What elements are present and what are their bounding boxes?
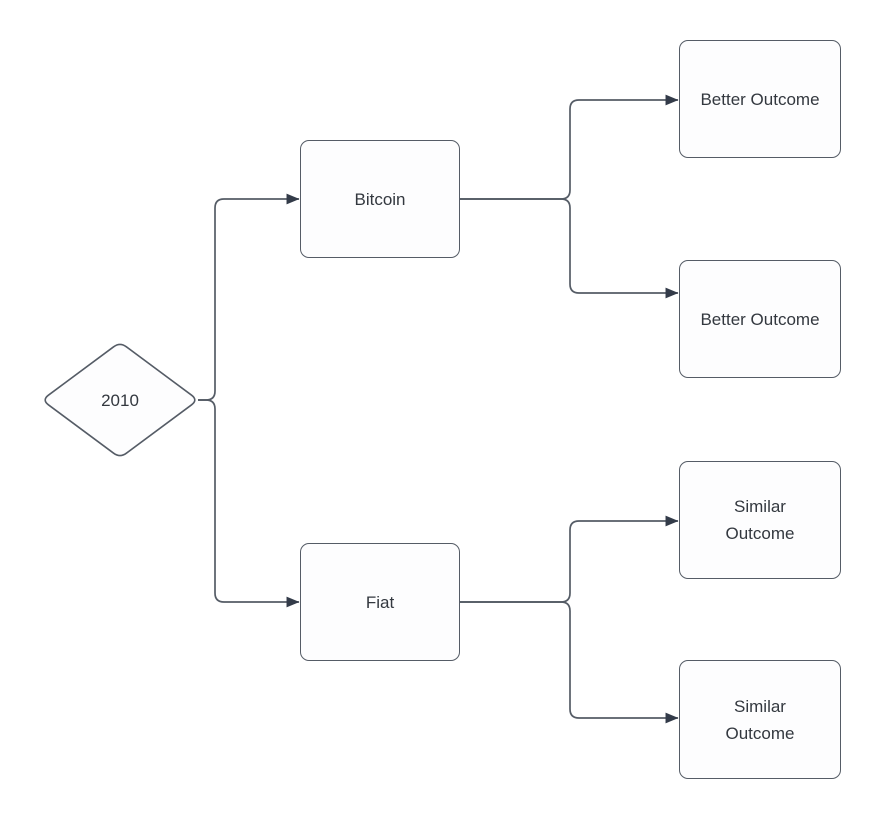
node-bitcoin-outcome-bottom-label: Better Outcome	[700, 309, 820, 329]
edge-decision-to-bitcoin[interactable]	[198, 193, 300, 401]
node-fiat-label: Fiat	[365, 592, 395, 612]
node-bitcoin-label: Bitcoin	[354, 189, 406, 209]
node-fiat-outcome-bottom[interactable]: Similar Outcome	[679, 660, 841, 779]
node-bitcoin-outcome-bottom[interactable]: Better Outcome	[679, 260, 841, 378]
node-bitcoin[interactable]: Bitcoin	[300, 140, 460, 258]
node-decision-diamond[interactable]	[44, 343, 196, 457]
node-decision-label: 2010	[101, 390, 139, 410]
edge-bitcoin-to-outcome-bottom[interactable]	[460, 198, 679, 299]
node-bitcoin-outcome-top[interactable]: Better Outcome	[679, 40, 841, 158]
node-fiat-outcome-top-label: Similar Outcome	[725, 497, 795, 543]
edge-fiat-to-outcome-top[interactable]	[460, 515, 679, 603]
edge-bitcoin-to-outcome-top[interactable]	[460, 94, 679, 200]
node-fiat-outcome-bottom-label: Similar Outcome	[725, 696, 795, 743]
node-bitcoin-outcome-top-label: Better Outcome	[700, 89, 820, 109]
node-decision[interactable]: 2010	[42, 342, 198, 458]
edge-fiat-to-outcome-bottom[interactable]	[460, 601, 679, 724]
node-fiat-outcome-top[interactable]: Similar Outcome	[679, 461, 841, 579]
node-fiat[interactable]: Fiat	[300, 543, 460, 661]
edge-decision-to-fiat[interactable]	[198, 399, 300, 608]
